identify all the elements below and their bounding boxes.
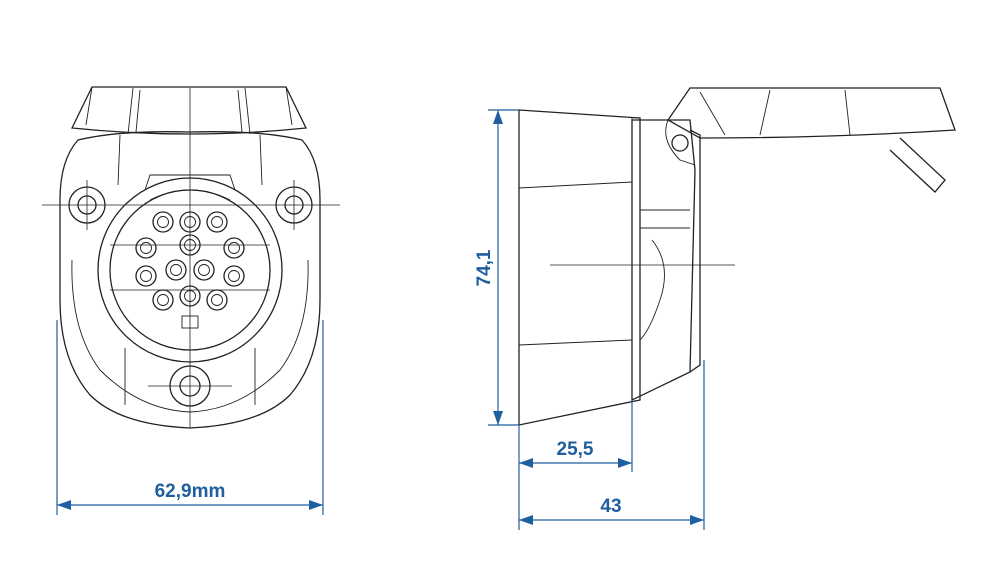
socket-pin [223,265,245,287]
height-label: 74,1 [474,249,495,286]
socket-pin-contact [228,242,240,254]
depth-body-label: 25,5 [557,439,594,460]
side-lid [665,87,956,193]
depth-total-dimension: 43 [519,360,705,530]
depth-body-dimension: 25,5 [518,400,633,530]
socket-pin [223,237,245,259]
front-center-lines [42,88,340,428]
socket-pin-contact [157,216,169,228]
width-dimension: 62,9mm [56,320,324,515]
socket-pin-contact [228,270,240,282]
side-body [518,109,641,426]
width-label: 62,9mm [155,481,226,502]
socket-pin-contact [198,264,210,276]
front-lid [71,86,307,135]
socket-pin-contact [157,294,169,306]
socket-pin [152,289,174,311]
socket-pin [206,289,228,311]
front-view [42,86,340,429]
socket-pin-contact [140,270,152,282]
side-view [518,87,956,426]
front-mounting-holes [68,186,313,407]
socket-pin-contact [211,294,223,306]
socket-pin [206,211,228,233]
socket-pin [193,259,215,281]
socket-pin [152,211,174,233]
side-flange [631,119,701,402]
socket-pin-contact [140,242,152,254]
socket-pin [135,265,157,287]
front-housing [59,131,321,429]
height-dimension: 74,1 [474,109,519,426]
socket-pin-contact [211,216,223,228]
socket-pin [135,237,157,259]
depth-total-label: 43 [600,496,621,517]
socket-pin [165,259,187,281]
socket-pin-contact [170,264,182,276]
